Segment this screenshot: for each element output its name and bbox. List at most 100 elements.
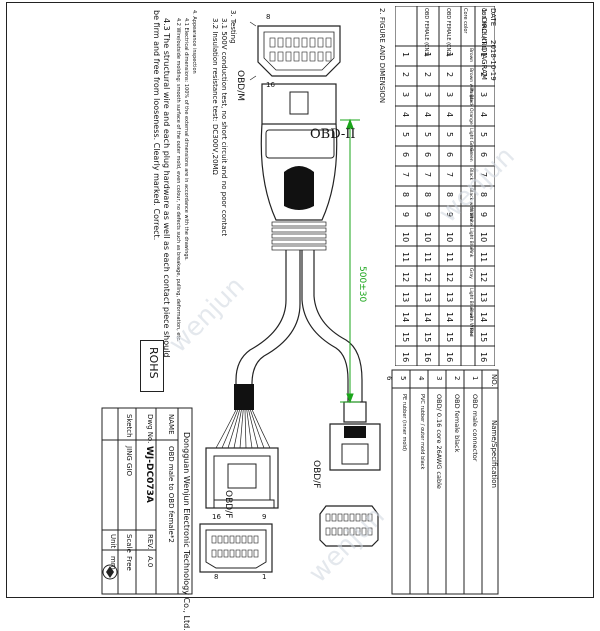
connector-pin	[285, 37, 292, 48]
dwg-label: Dwg No.	[146, 414, 154, 444]
pin-8b-label: 8	[214, 573, 219, 581]
bom-row-spec: OBD male connector	[471, 394, 479, 462]
connector-pin	[337, 527, 343, 536]
pin-9-label: 9	[262, 513, 267, 521]
bom-row-spec: PVC rubber / outer mold black	[419, 394, 425, 470]
scale-value: Free	[125, 556, 133, 571]
strain-relief-rib	[271, 227, 327, 233]
connector-pin	[293, 51, 300, 62]
connector-pin	[325, 51, 332, 62]
bom-row-no: 3	[435, 376, 443, 381]
connector-pin	[247, 549, 253, 558]
connector-pin	[355, 527, 361, 536]
connector-pin	[293, 37, 300, 48]
connector-pin	[309, 51, 316, 62]
pin-table-grid	[395, 6, 495, 366]
connector-pin	[337, 513, 343, 522]
unit-label: Unit	[109, 534, 117, 549]
connector-pin	[253, 535, 259, 544]
connector-pin	[343, 527, 349, 536]
connector-pin	[211, 535, 217, 544]
wire-strand	[246, 409, 253, 449]
bom-row-no: 5	[399, 376, 407, 381]
company-name: Dongguan Wenjun Electronic Technology Co…	[182, 432, 191, 631]
right-branch-female-connector	[329, 401, 381, 471]
bom-table	[391, 369, 499, 595]
pin-1-label: 1	[262, 573, 267, 581]
connector-pin	[349, 513, 355, 522]
strain-relief-rib	[271, 245, 327, 251]
obd-female-face-bottom	[199, 523, 273, 573]
scale-label: Scale	[125, 534, 133, 553]
connector-pin	[331, 527, 337, 536]
connector-pin	[223, 535, 229, 544]
strain-relief-rib	[271, 239, 327, 245]
wire-strand	[215, 409, 237, 449]
connector-pin	[301, 37, 308, 48]
sketch-value: JING GIO	[125, 446, 133, 477]
rev-value: A.0	[146, 556, 154, 568]
connector-pin	[217, 549, 223, 558]
connector-pin	[367, 527, 373, 536]
dimension-label: 500±30	[357, 266, 367, 303]
connector-pin	[269, 37, 276, 48]
pin-8-label: 8	[266, 13, 271, 21]
connector-pin	[361, 513, 367, 522]
connector-pin	[325, 527, 331, 536]
title-block	[101, 407, 193, 595]
wire-strand	[227, 409, 240, 449]
connector-pin	[317, 37, 324, 48]
connector-pin	[229, 549, 235, 558]
rohs-box: ROHS	[140, 340, 164, 392]
unit-value: mm	[109, 556, 117, 570]
wire-strand	[233, 409, 242, 449]
connector-pin	[277, 37, 284, 48]
connector-pin	[361, 527, 367, 536]
split-cables	[235, 250, 363, 402]
connector-pin	[349, 527, 355, 536]
connector-pin	[223, 549, 229, 558]
connector-pin	[301, 51, 308, 62]
dimension-line	[340, 118, 360, 404]
obd-ii-label: OBD-II	[310, 127, 356, 142]
wire-strand	[250, 409, 265, 449]
name-label: NAME	[167, 414, 175, 435]
bom-no-header: NO.	[490, 374, 498, 387]
pin-16b-label: 16	[212, 513, 221, 521]
connector-pin	[285, 51, 292, 62]
bom-row-spec: PE rubber (inner mold)	[401, 394, 407, 451]
wire-strand	[244, 409, 247, 449]
obd-male-plug-body	[260, 83, 338, 251]
bom-row-no: 4	[417, 376, 425, 381]
wire-strand	[239, 409, 244, 449]
connector-pin	[317, 51, 324, 62]
strain-relief-rib	[271, 233, 327, 239]
pin-16-label: 16	[266, 81, 275, 89]
wire-strand	[221, 409, 239, 449]
connector-pin	[211, 549, 217, 558]
sketch-label: Sketch	[125, 414, 133, 438]
rev-label: REV.	[146, 534, 154, 550]
connector-pin	[269, 51, 276, 62]
obd-m-label: OBD/M	[235, 70, 245, 101]
sheet-border	[6, 2, 594, 598]
connector-pin	[367, 513, 373, 522]
connector-pin	[217, 535, 223, 544]
connector-pin	[355, 513, 361, 522]
connector-pin	[247, 535, 253, 544]
connector-pin	[325, 37, 332, 48]
strain-relief-rib	[271, 221, 327, 227]
bom-row-no: 2	[453, 376, 461, 381]
connector-pin	[325, 513, 331, 522]
connector-pin	[253, 549, 259, 558]
wire-strand	[251, 409, 271, 449]
dwg-value: WJ-DC073A	[144, 446, 154, 503]
wire-strand	[248, 409, 259, 449]
obd-female-face-right	[319, 505, 379, 547]
name-value: OBD male to OBD female*2	[167, 446, 175, 543]
connector-pin	[241, 549, 247, 558]
left-branch-female-connector	[205, 384, 279, 509]
bom-row-spec: OBD/ 0.16 core 26AWG cable	[435, 394, 443, 489]
bom-row-no: 1	[471, 376, 479, 381]
